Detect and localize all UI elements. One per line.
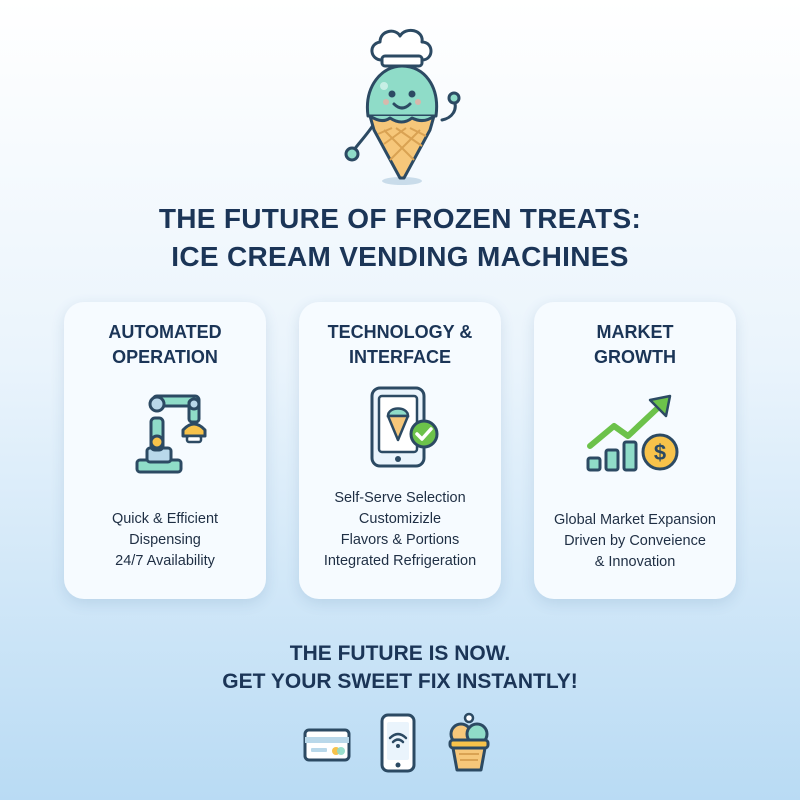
card-heading-line: GROWTH xyxy=(594,347,676,367)
card-heading-line: AUTOMATED xyxy=(108,322,222,342)
title-line-2: ICE CREAM VENDING MACHINES xyxy=(171,241,629,272)
page-title: THE FUTURE OF FROZEN TREATS: ICE CREAM V… xyxy=(0,200,800,276)
contactless-phone-icon xyxy=(380,713,416,773)
footer-line-2: GET YOUR SWEET FIX INSTANTLY! xyxy=(222,670,578,693)
title-line-1: THE FUTURE OF FROZEN TREATS: xyxy=(158,203,642,234)
card-body-line: Customizizle xyxy=(358,511,442,527)
card-technology-interface: TECHNOLOGY & INTERFACE Self-Serve Select… xyxy=(299,302,501,599)
card-heading-line: OPERATION xyxy=(112,347,218,367)
card-market-growth: MARKET GROWTH $ Global Market Expansion … xyxy=(534,302,736,599)
card-heading-line: MARKET xyxy=(596,322,674,342)
card-body-line: Self-Serve Selection xyxy=(334,490,466,506)
footer-line-1: THE FUTURE IS NOW. xyxy=(289,642,511,665)
credit-card-icon xyxy=(303,728,351,762)
card-body-line: Flavors & Portions xyxy=(340,532,460,548)
card-heading: MARKET GROWTH xyxy=(534,320,736,370)
ice-cream-cup-icon xyxy=(448,712,490,772)
robotic-arm-icon xyxy=(135,394,207,474)
tablet-checkmark-icon xyxy=(370,386,439,468)
card-body-line: 24/7 Availability xyxy=(115,553,215,569)
growth-chart-dollar-icon: $ xyxy=(586,394,679,472)
card-automated-operation: AUTOMATED OPERATION Quick & Efficient Di… xyxy=(64,302,266,599)
footer-tagline: THE FUTURE IS NOW. GET YOUR SWEET FIX IN… xyxy=(0,640,800,696)
card-body-line: Integrated Refrigeration xyxy=(323,553,477,569)
card-heading: TECHNOLOGY & INTERFACE xyxy=(299,320,501,370)
card-body-line: & Innovation xyxy=(594,554,676,570)
card-heading-line: TECHNOLOGY & xyxy=(327,322,473,342)
card-body-line: Quick & Efficient xyxy=(111,511,219,527)
card-heading-line: INTERFACE xyxy=(348,347,451,367)
card-heading: AUTOMATED OPERATION xyxy=(64,320,266,370)
card-body-line: Global Market Expansion xyxy=(554,512,716,528)
ice-cream-chef-mascot-icon xyxy=(344,28,461,185)
card-body: Quick & Efficient Dispensing 24/7 Availa… xyxy=(64,509,266,572)
card-body-line: Driven by Conveience xyxy=(564,533,706,549)
card-body: Global Market Expansion Driven by Convei… xyxy=(534,510,736,573)
card-body: Self-Serve Selection Customizizle Flavor… xyxy=(299,488,501,572)
svg-text:$: $ xyxy=(654,440,666,465)
card-body-line: Dispensing xyxy=(129,532,201,548)
